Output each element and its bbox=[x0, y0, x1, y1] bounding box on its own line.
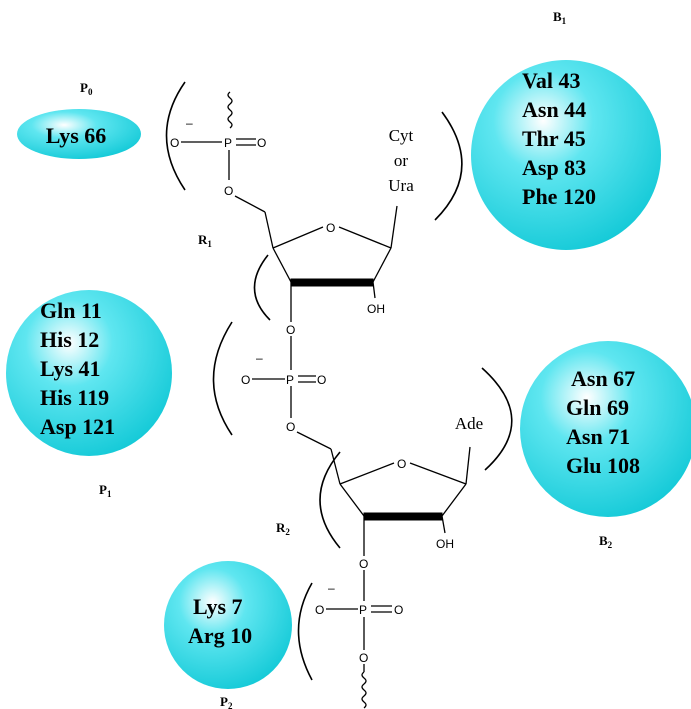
r1-pocket-left bbox=[253, 254, 271, 321]
b2-residue-1: Gln 69 bbox=[566, 395, 629, 420]
b1-residues: Val 43 Asn 44 Thr 45 Asp 83 Phe 120 bbox=[522, 68, 596, 209]
p0-pocket-left bbox=[165, 81, 186, 191]
b1-pocket-right bbox=[434, 111, 463, 221]
b2-label: B2 bbox=[599, 533, 613, 550]
r2-c4-c3 bbox=[339, 483, 365, 517]
p0-label: P0 bbox=[80, 80, 93, 97]
p1-label: P1 bbox=[99, 482, 112, 499]
p1-pocket-left bbox=[212, 321, 233, 436]
base2-label: Ade bbox=[455, 414, 483, 433]
r1-c5-c4 bbox=[264, 211, 274, 249]
b2-residue-2: Asn 71 bbox=[566, 424, 630, 449]
p1-residue-4: Asp 121 bbox=[40, 414, 115, 439]
p0-residues: Lys 66 bbox=[46, 123, 107, 148]
p1-sphere bbox=[6, 290, 172, 456]
r1-c4-o bbox=[272, 226, 324, 249]
r1-o-3p: O bbox=[286, 323, 295, 337]
r1-oh: OH bbox=[367, 302, 385, 316]
r2-label: R2 bbox=[276, 520, 290, 537]
p1-o-left: O bbox=[241, 373, 250, 387]
r1-c1-base bbox=[390, 205, 398, 249]
b1-residue-2: Thr 45 bbox=[522, 126, 586, 151]
p2-sphere bbox=[164, 561, 292, 689]
top-wavy-bond bbox=[227, 91, 233, 129]
p2-p-atom: P bbox=[359, 603, 367, 617]
p0-residue-0: Lys 66 bbox=[46, 123, 107, 148]
b2-sphere bbox=[520, 341, 691, 517]
r2-c4-o bbox=[339, 462, 395, 485]
p1-charge: – bbox=[256, 351, 263, 365]
p2-residue-1: Arg 10 bbox=[188, 623, 252, 648]
p1-residue-1: His 12 bbox=[40, 327, 99, 352]
r2-o-c1 bbox=[409, 462, 467, 485]
p0-o-bottom: O bbox=[224, 184, 233, 198]
r2-c5-c4 bbox=[330, 448, 341, 485]
b1-residue-4: Phe 120 bbox=[522, 184, 596, 209]
b2-residue-3: Glu 108 bbox=[566, 453, 640, 478]
p0-sphere bbox=[17, 109, 141, 159]
r2-thick-edge bbox=[363, 512, 443, 521]
b1-label: B1 bbox=[553, 9, 567, 26]
b1-residue-1: Asn 44 bbox=[522, 97, 586, 122]
backbone bbox=[181, 91, 471, 709]
p1-residue-0: Gln 11 bbox=[40, 298, 102, 323]
r1-c4-c3 bbox=[272, 247, 292, 283]
p0-p-atom: P bbox=[224, 136, 232, 150]
base1-line-0: Cyt bbox=[389, 126, 414, 145]
bottom-wavy-bond bbox=[361, 671, 367, 709]
p2-o-right: O bbox=[394, 603, 403, 617]
b1-sphere bbox=[471, 60, 661, 250]
p2-o-left: O bbox=[315, 603, 324, 617]
r2-c1-c2 bbox=[441, 483, 467, 517]
p0-charge: – bbox=[186, 116, 193, 130]
base-labels: Cyt or Ura Ade bbox=[388, 126, 483, 433]
p1-o-right: O bbox=[317, 373, 326, 387]
b2-residues: Asn 67 Gln 69 Asn 71 Glu 108 bbox=[566, 366, 640, 478]
base1-line-1: or bbox=[394, 151, 409, 170]
r1-c1-c2 bbox=[372, 247, 392, 283]
r2-ring-o: O bbox=[397, 457, 406, 471]
p1-residue-2: Lys 41 bbox=[40, 356, 101, 381]
p0-o-right: O bbox=[257, 136, 266, 150]
r1-thick-edge bbox=[290, 278, 374, 287]
p2-residues: Lys 7 Arg 10 bbox=[188, 594, 252, 648]
p2-residue-0: Lys 7 bbox=[193, 594, 243, 619]
pocket-arcs bbox=[165, 81, 513, 681]
r2-pocket-left bbox=[319, 451, 341, 549]
p0-o-left: O bbox=[170, 136, 179, 150]
p2-label: P2 bbox=[220, 694, 233, 709]
r1-o-c1 bbox=[338, 226, 392, 249]
p2-o-bottom: O bbox=[359, 651, 368, 665]
b1-residue-0: Val 43 bbox=[522, 68, 580, 93]
base1-line-2: Ura bbox=[388, 176, 414, 195]
p1-o-bottom: O bbox=[286, 420, 295, 434]
p0-o-to-c5 bbox=[234, 195, 266, 213]
p1-residues: Gln 11 His 12 Lys 41 His 119 Asp 121 bbox=[40, 298, 115, 439]
b1-residue-3: Asp 83 bbox=[522, 155, 586, 180]
r2-c1-base bbox=[465, 446, 471, 485]
p1-o-to-c5 bbox=[296, 431, 332, 450]
b2-pocket-right bbox=[481, 367, 513, 471]
atom-labels: – O P O O O OH O – O P O O O OH O – O P … bbox=[170, 116, 454, 665]
r1-label: R1 bbox=[198, 232, 212, 249]
ribose-thick-edges bbox=[290, 278, 443, 521]
b2-residue-0: Asn 67 bbox=[571, 366, 635, 391]
p2-pocket-left bbox=[297, 582, 313, 681]
r1-ring-o: O bbox=[326, 221, 335, 235]
r2-o-3p: O bbox=[359, 557, 368, 571]
p2-charge: – bbox=[328, 581, 335, 595]
p1-residue-3: His 119 bbox=[40, 385, 109, 410]
p1-p-atom: P bbox=[286, 373, 294, 387]
r2-oh: OH bbox=[436, 537, 454, 551]
